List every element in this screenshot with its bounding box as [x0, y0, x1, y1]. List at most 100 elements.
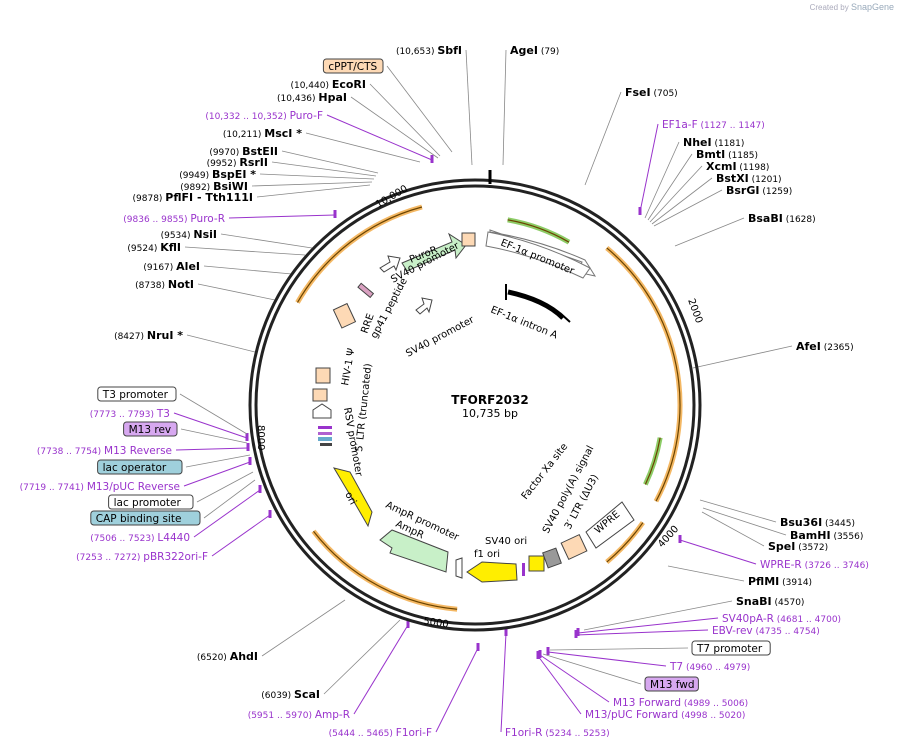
site-bamhi: BamHI (3556)	[790, 529, 863, 542]
leader-t3	[173, 412, 248, 439]
site-rsrii: (9952) RsrII	[207, 156, 268, 169]
site-label-text: (9949) BspEI *	[179, 168, 256, 181]
leader-m13-puc-reverse	[183, 461, 251, 487]
arc-orange-right-core	[606, 247, 681, 502]
feature-box-t3-promoter	[97, 386, 177, 402]
leader-f1ori-r	[500, 632, 507, 733]
feature-box-cppt-cts	[322, 58, 384, 74]
site-label-text: FseI (705)	[625, 86, 678, 99]
site-cppt-cts: cPPT/CTS	[322, 58, 384, 74]
leader-m13-fwd	[542, 653, 642, 685]
site-label-text: (7773 .. 7793) T3	[90, 408, 170, 420]
leader-t7-promoter	[549, 647, 689, 651]
site-label-text: (5444 .. 5465) F1ori-F	[329, 727, 432, 739]
site-xcmi: XcmI (1198)	[706, 160, 769, 173]
leader-snabi	[583, 600, 733, 631]
primer-mark-puro-f	[430, 155, 434, 163]
leader-cap-binding-site	[203, 479, 256, 519]
site-cap-binding-site: CAP binding site	[90, 510, 201, 526]
arc-orange-right	[605, 246, 683, 503]
sv40pa-r-mark	[522, 563, 525, 576]
leader-bspei	[259, 173, 375, 180]
m13rev-mark	[318, 432, 332, 435]
cap-mark	[320, 443, 332, 446]
arc-green-top-core	[507, 219, 570, 243]
leader-kfli	[184, 246, 306, 256]
site-nrui: (8427) NruI *	[114, 329, 183, 342]
ori-feature	[332, 467, 373, 528]
site-label-text: (5951 .. 5970) Amp-R	[248, 709, 350, 721]
feature-box-t7-promoter	[691, 640, 771, 656]
site-wpre-r: WPRE-R (3726 .. 3746)	[760, 559, 869, 571]
sv40-promoter-b-feature: SV40 promoter	[404, 297, 477, 360]
leader-bsiwi	[251, 181, 373, 187]
site-name: cPPT/CTS	[328, 61, 377, 73]
leader-l4440	[193, 489, 261, 538]
site-amp-r: (5951 .. 5970) Amp-R	[248, 709, 350, 721]
leader-lines	[173, 49, 793, 733]
sv40-promoter-a-feature: SV40 promoter	[379, 240, 462, 286]
leader-bsteii	[281, 150, 379, 174]
site-f1ori-f: (5444 .. 5465) F1ori-F	[329, 727, 432, 739]
site-label-text: (9878) PflFI - Tth111I	[133, 191, 254, 204]
feature-box-lac-operator	[97, 459, 183, 475]
leader-m13-rev	[180, 428, 248, 444]
primer-mark-f1ori-f	[476, 643, 480, 651]
lacop-mark	[318, 437, 332, 441]
t3-mark	[318, 426, 332, 429]
plasmid-name: TFORF2032	[451, 393, 528, 407]
site-label-text: BstXI (1201)	[716, 172, 782, 185]
primer-mark-m13-forward	[538, 650, 542, 658]
site-bsu36i: Bsu36I (3445)	[780, 516, 855, 529]
feature-box-m13-fwd	[644, 676, 699, 692]
leader-nhei	[644, 141, 680, 219]
site-ebv-rev: EBV-rev (4735 .. 4754)	[712, 625, 820, 637]
hiv-psi-label: HIV-1 Ψ	[340, 347, 357, 386]
site-pflmi: PflMI (3914)	[748, 575, 812, 588]
tick-label-8000: 8000	[255, 425, 266, 450]
site-m13-reverse: (7738 .. 7754) M13 Reverse	[37, 445, 172, 457]
leader-puro-r	[228, 214, 336, 219]
leader-ef1a-f	[639, 123, 659, 213]
site-ecori: (10,440) EcoRI	[290, 78, 366, 91]
arc-green-right	[643, 437, 663, 486]
ef1a-intron-label: EF-1α intron A	[489, 305, 559, 342]
wpre-feature	[585, 501, 635, 549]
feature-box-m13-rev	[123, 421, 178, 437]
leader-m13-puc-forward	[537, 655, 582, 715]
site-label-text: BamHI (3556)	[790, 529, 863, 542]
site-t3-promoter: T3 promoter	[97, 386, 177, 402]
site-m13-rev: M13 rev	[123, 421, 178, 437]
leader-alei	[203, 265, 293, 275]
ltr3-feature	[560, 533, 588, 561]
site-label-text: (9970) BstEII	[209, 145, 278, 158]
leader-m13-reverse	[175, 447, 249, 451]
site-t7: T7 (4960 .. 4979)	[669, 661, 750, 673]
site-label-text: XcmI (1198)	[706, 160, 769, 173]
leader-hpai	[350, 96, 439, 159]
ef1a-intron-feature: EF-1α intron A	[489, 284, 571, 342]
site-puro-r: (9836 .. 9855) Puro-R	[123, 213, 225, 225]
leader-bamhi	[702, 507, 787, 536]
site-label-text: (9952) RsrII	[207, 156, 268, 169]
primer-mark-ebv-rev	[574, 630, 578, 638]
site-label-text: F1ori-R (5234 .. 5253)	[505, 727, 610, 739]
site-bsteii: (9970) BstEII	[209, 145, 278, 158]
credit-prefix: Created by	[809, 3, 849, 12]
site-l4440: (7506 .. 7523) L4440	[90, 532, 190, 544]
site-agei: AgeI (79)	[510, 44, 559, 57]
site-noti: (8738) NotI	[135, 278, 194, 291]
site-label-text: (6039) ScaI	[261, 688, 320, 701]
site-snabi: SnaBI (4570)	[736, 595, 804, 608]
leader-sbfi	[465, 49, 473, 166]
site-spei: SpeI (3572)	[768, 540, 828, 553]
site-label-text: (8427) NruI *	[114, 329, 183, 342]
site-label-text: EF1a-F (1127 .. 1147)	[662, 119, 765, 131]
backbone-inner	[254, 184, 696, 626]
site-alei: (9167) AleI	[143, 260, 200, 273]
leader-pflfi-tth111i	[256, 184, 371, 198]
f1ori-label: f1 ori	[474, 549, 500, 560]
site-bmti: BmtI (1185)	[696, 148, 758, 161]
